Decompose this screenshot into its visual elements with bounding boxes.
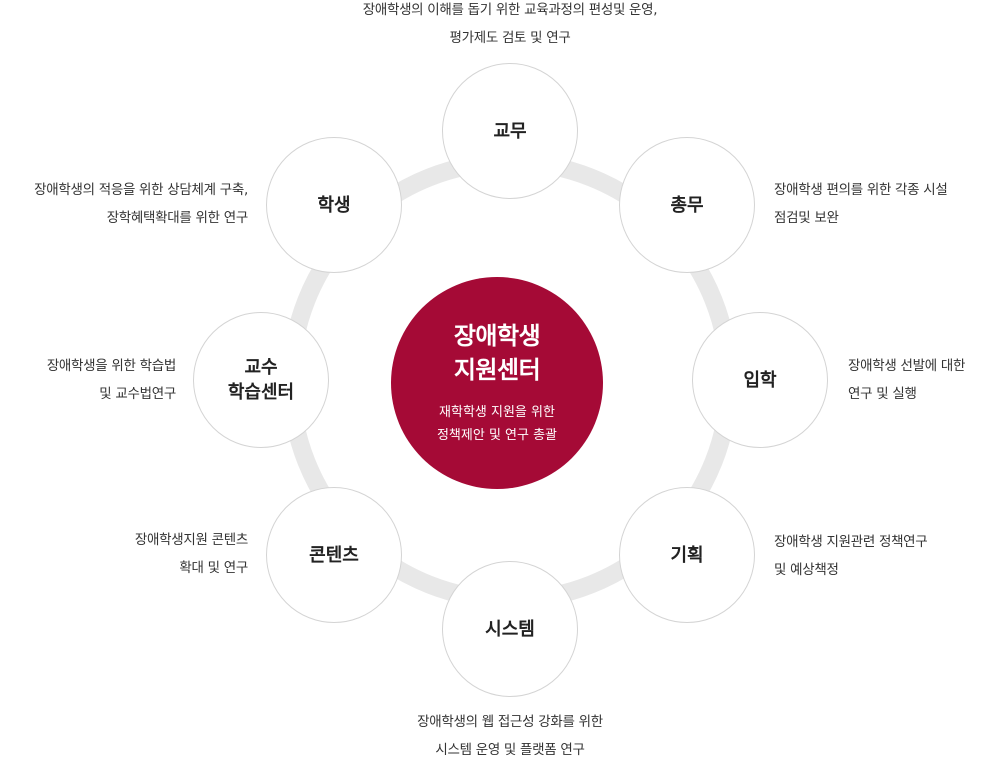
node-label: 교무 (493, 120, 527, 142)
node-system[interactable]: 시스템 (442, 561, 578, 697)
center-hub: 장애학생 지원센터 재학학생 지원을 위한 정책제안 및 연구 총괄 (391, 277, 603, 489)
description-teaching-center: 장애학생을 위한 학습법 및 교수법연구 (46, 358, 176, 402)
description-contents: 장애학생지원 콘텐츠 확대 및 연구 (134, 532, 248, 576)
node-label: 총무 (670, 194, 704, 216)
node-teaching-center[interactable]: 교수 학습센터 (193, 312, 329, 448)
center-description: 재학학생 지원을 위한 정책제안 및 연구 총괄 (436, 405, 558, 443)
description-system: 장애학생의 웹 접근성 강화를 위한 시스템 운영 및 플랫폼 연구 (417, 714, 603, 758)
node-label: 학생 (317, 194, 351, 216)
description-admission: 장애학생 선발에 대한 연구 및 실행 (848, 358, 966, 402)
description-general-affairs: 장애학생 편의를 위한 각종 시설 점검및 보완 (774, 182, 948, 226)
node-label: 교수 학습센터 (227, 357, 295, 403)
node-contents[interactable]: 콘텐츠 (266, 487, 402, 623)
center-title: 장애학생 지원센터 (453, 322, 541, 384)
node-label: 시스템 (485, 618, 535, 640)
node-planning[interactable]: 기획 (619, 487, 755, 623)
description-student: 장애학생의 적응을 위한 상담체계 구축, 장학혜택확대를 위한 연구 (34, 182, 248, 226)
node-label: 입학 (743, 369, 777, 391)
node-admission[interactable]: 입학 (692, 312, 828, 448)
node-label: 콘텐츠 (309, 544, 359, 566)
node-label: 기획 (670, 544, 704, 566)
node-student[interactable]: 학생 (266, 137, 402, 273)
node-general-affairs[interactable]: 총무 (619, 137, 755, 273)
description-planning: 장애학생 지원관련 정책연구 및 예상책정 (774, 534, 928, 578)
node-academic[interactable]: 교무 (442, 63, 578, 199)
description-academic: 장애학생의 이해를 돕기 위한 교육과정의 편성및 운영, 평가제도 검토 및 … (362, 2, 658, 46)
